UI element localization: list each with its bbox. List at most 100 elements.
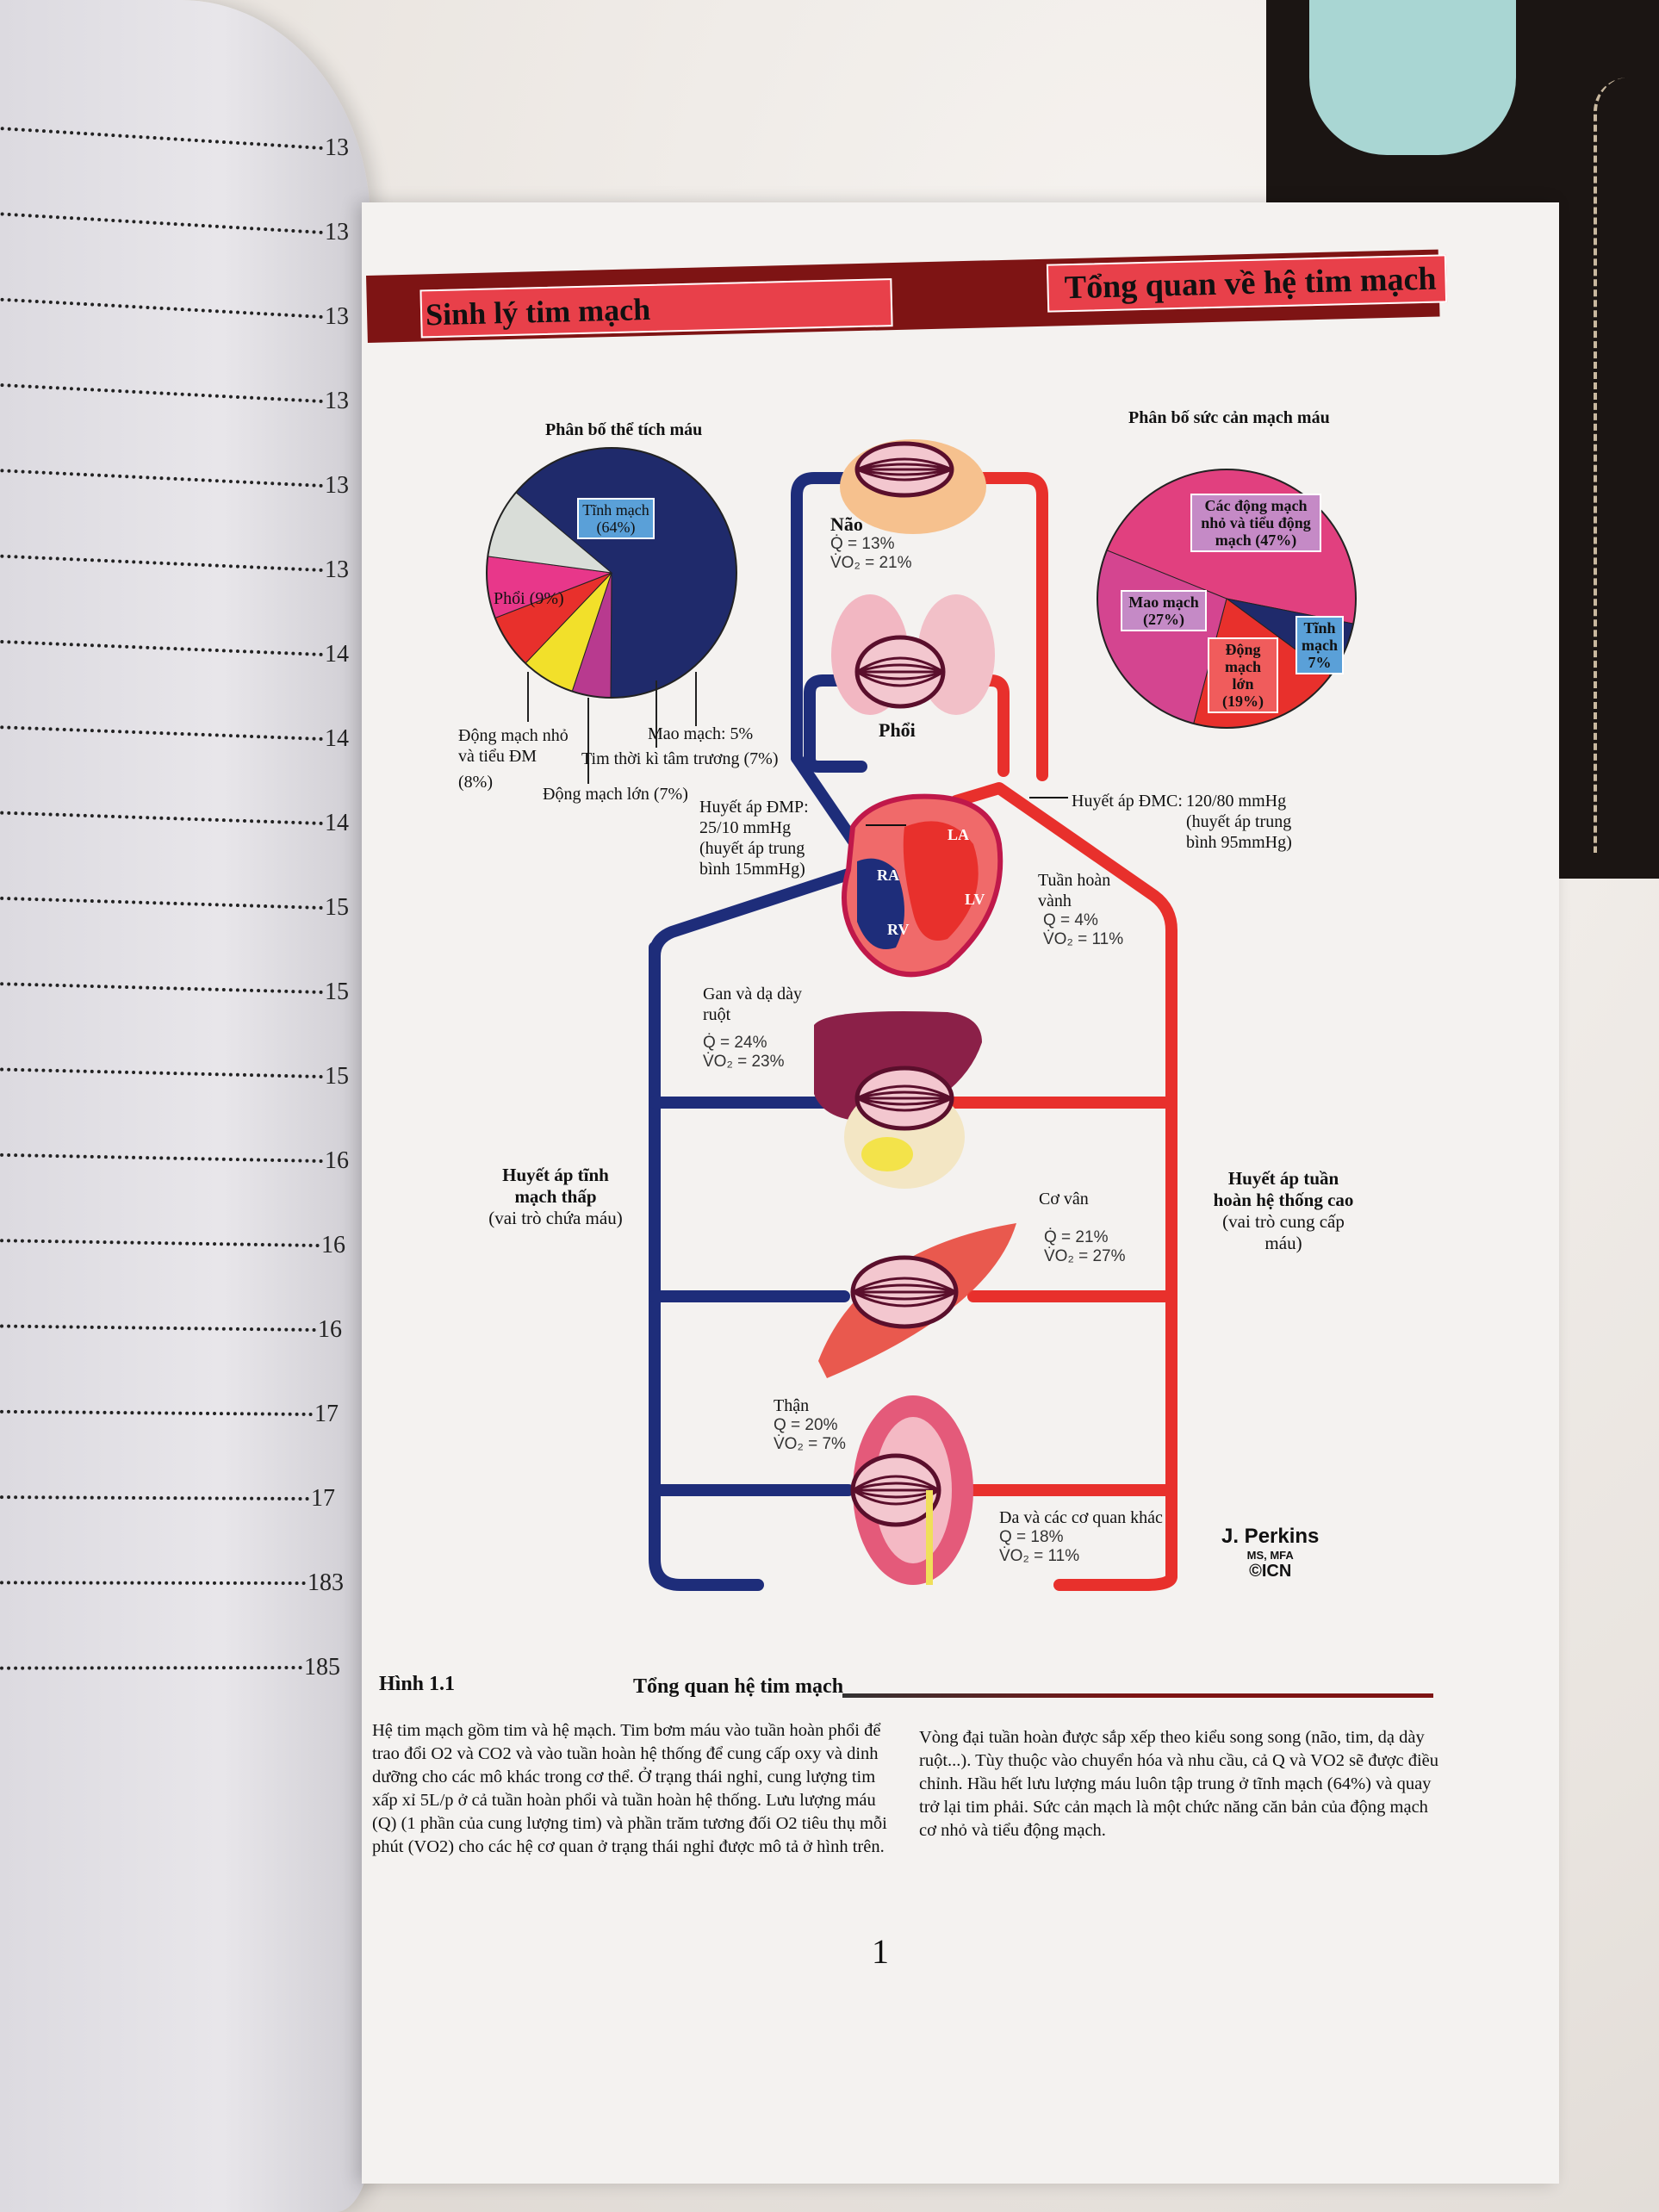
brain-capillary — [856, 463, 953, 471]
aorta-descending — [950, 782, 1177, 1582]
heart-chamber-ra: RA — [877, 867, 899, 884]
organ-skin-other: Da và các cơ quan khác Q = 18% V̇O₂ = 11… — [999, 1507, 1163, 1566]
pie2-veins-line1: Tĩnh — [1303, 619, 1336, 637]
toy-figure — [1309, 0, 1516, 155]
body-left-line: (Q) (1 phần của cung lượng tim) và phần … — [372, 1814, 887, 1833]
muscle-capillary — [852, 1290, 957, 1301]
pie2-outline — [1097, 469, 1357, 729]
toc-page-number: 13 — [325, 219, 349, 245]
body-right-line: ruột...). Tùy thuộc vào chuyển hóa và nh… — [919, 1751, 1438, 1770]
heart-chamber-lv: LV — [965, 891, 985, 908]
organ-coronary-q: Q = 4% — [1043, 911, 1098, 929]
toc-page-number: 15 — [325, 894, 349, 921]
organ-kidney-name: Thận — [774, 1396, 810, 1415]
toc-page-number: 17 — [314, 1401, 339, 1427]
icn-logo: ©ICN — [1249, 1562, 1292, 1581]
kidney-capillary — [852, 1482, 940, 1492]
toc-page-number: 15 — [325, 1063, 349, 1090]
organ-kidney: Thận Q = 20% V̇O₂ = 7% — [774, 1395, 846, 1454]
arterial-side-note-1: (vai trò cung cấp — [1222, 1211, 1345, 1232]
liver-capillary — [856, 1084, 953, 1100]
pulm-pressure-line3: (huyết áp trung — [699, 839, 805, 858]
lung-capillary — [856, 670, 944, 687]
vascular-resistance-pie-title: Phân bố sức cản mạch máu — [1128, 408, 1330, 427]
credit-author: J. Perkins — [1221, 1525, 1320, 1548]
pie2-capillaries-line1: Mao mạch — [1128, 593, 1199, 611]
body-right-line: cơ nhỏ và tiểu động mạch. — [919, 1821, 1106, 1840]
arterial-side-bold-1: Huyết áp tuần — [1227, 1168, 1339, 1189]
pie1-label-veins-line: Tĩnh mạch — [582, 501, 649, 519]
venous-side-bold-1: Huyết áp tĩnh — [502, 1165, 609, 1185]
pie2-capillaries-pct: (27%) — [1143, 611, 1184, 628]
pie2-large-arteries-line2: mạch lớn — [1225, 658, 1261, 693]
organ-lungs-name: Phổi — [879, 719, 916, 741]
pie2-large-arteries-line1: Động — [1225, 641, 1261, 658]
pie1-small-arteries-line1: Động mạch nhỏ — [458, 726, 569, 745]
organ-kidney-q: Q = 20% — [774, 1416, 838, 1434]
organ-brain-q: Q̇ = 13% — [830, 535, 895, 553]
inferior-vena-cava-upper — [649, 864, 867, 997]
toc-page-number: 14 — [325, 810, 349, 836]
aortic-pressure-line3: bình 95mmHg) — [1186, 833, 1292, 852]
artery-brain-supply — [941, 472, 1048, 781]
pie1-label-veins: Tĩnh mạch (64%) — [577, 498, 655, 539]
toc-page-number: 17 — [311, 1485, 335, 1512]
pulm-pressure-line1: Huyết áp ĐMP: — [699, 798, 809, 817]
pie1-label-large-arteries: Động mạch lớn (7%) — [543, 785, 688, 804]
body-right-line: chỉnh. Hầu hết lưu lượng máu luôn tập tr… — [919, 1774, 1432, 1793]
organ-muscle-vo2: V̇O₂ = 27% — [1044, 1247, 1126, 1265]
body-paragraph-left: Hệ tim mạch gồm tim và hệ mạch. Tim bơm … — [372, 1719, 906, 1859]
muscle-capillary — [852, 1290, 957, 1308]
pie1-label-capillaries: Mao mạch: 5% — [648, 724, 754, 743]
body-left-line: dưỡng cho các mô khác trong cơ thể. Ở tr… — [372, 1768, 876, 1786]
gallbladder-illustration — [861, 1137, 913, 1171]
pie2-veins-line2: mạch — [1302, 637, 1338, 654]
brain-capillary — [856, 468, 953, 482]
arterial-side-bold-2: hoàn hệ thống cao — [1213, 1190, 1354, 1210]
organ-liver-name-1: Gan và dạ dày — [703, 985, 802, 1003]
venous-side-bold-2: mạch thấp — [514, 1186, 597, 1207]
heart-right-side — [857, 858, 904, 949]
caption-rule — [842, 1693, 1433, 1698]
body-left-line: xấp xỉ 5L/p ở cả tuần hoàn phổi và tuần … — [372, 1791, 876, 1810]
liver-capillary — [856, 1097, 953, 1112]
brain-capillary — [856, 468, 953, 476]
pie2-label-veins: Tĩnh mạch 7% — [1296, 616, 1344, 674]
pie2-small-arteries-line2: nhỏ và tiểu động — [1201, 514, 1311, 531]
toc-page-number: 13 — [325, 388, 349, 414]
toc-page-number: 13 — [325, 134, 349, 161]
body-left-line: phút (VO2) cho các hệ cơ quan ở trạng th… — [372, 1837, 885, 1856]
lung-capillary — [856, 656, 944, 674]
organ-kidney-vo2: V̇O₂ = 7% — [774, 1435, 846, 1453]
heart-chamber-rv: RV — [887, 921, 909, 938]
toc-page-number: 14 — [325, 725, 349, 752]
pie2-small-arteries-line3: mạch (47%) — [1215, 531, 1297, 549]
organ-muscle-q: Q̇ = 21% — [1044, 1228, 1109, 1246]
credit-degree: MS, MFA — [1246, 1549, 1294, 1562]
pie1-small-arteries-line2: và tiểu ĐM — [458, 747, 537, 766]
pie2-label-large-arteries: Động mạch lớn (19%) — [1208, 637, 1278, 713]
ureter-illustration — [926, 1490, 933, 1585]
pie1-label-veins-pct: (64%) — [596, 519, 636, 536]
pie2-label-small-arteries: Các động mạch nhỏ và tiểu động mạch (47%… — [1190, 494, 1321, 552]
kidney-capillary — [852, 1475, 940, 1492]
organ-skin-q: Q = 18% — [999, 1528, 1064, 1546]
aortic-pressure-label: Huyết áp ĐMC: 120/80 mmHg (huyết áp trun… — [1072, 791, 1292, 852]
aortic-pressure-line1: 120/80 mmHg — [1186, 792, 1287, 811]
organ-brain-vo2: V̇O₂ = 21% — [830, 554, 912, 572]
pulm-pressure-line2: 25/10 mmHg — [699, 818, 792, 837]
pie2-label-capillaries: Mao mạch (27%) — [1121, 590, 1207, 631]
pie1-label-heart: Tim thời kì tâm trương (7%) — [581, 749, 779, 768]
blood-volume-pie-title: Phân bố thể tích máu — [545, 420, 703, 439]
arterial-side-label: Huyết áp tuần hoàn hệ thống cao (vai trò… — [1206, 1168, 1361, 1254]
toc-page-number: 183 — [308, 1569, 344, 1596]
organ-skeletal-muscle: Cơ vân Q̇ = 21% V̇O₂ = 27% — [1039, 1189, 1126, 1266]
aortic-pressure-line2: (huyết áp trung — [1186, 812, 1292, 831]
pie2-small-arteries-line1: Các động mạch — [1204, 497, 1308, 514]
organ-skin-name: Da và các cơ quan khác — [999, 1508, 1163, 1527]
aortic-pressure-title: Huyết áp ĐMC: — [1072, 792, 1183, 811]
toc-page-number: 13 — [325, 303, 349, 330]
pie1-small-arteries-pct: (8%) — [458, 773, 493, 792]
